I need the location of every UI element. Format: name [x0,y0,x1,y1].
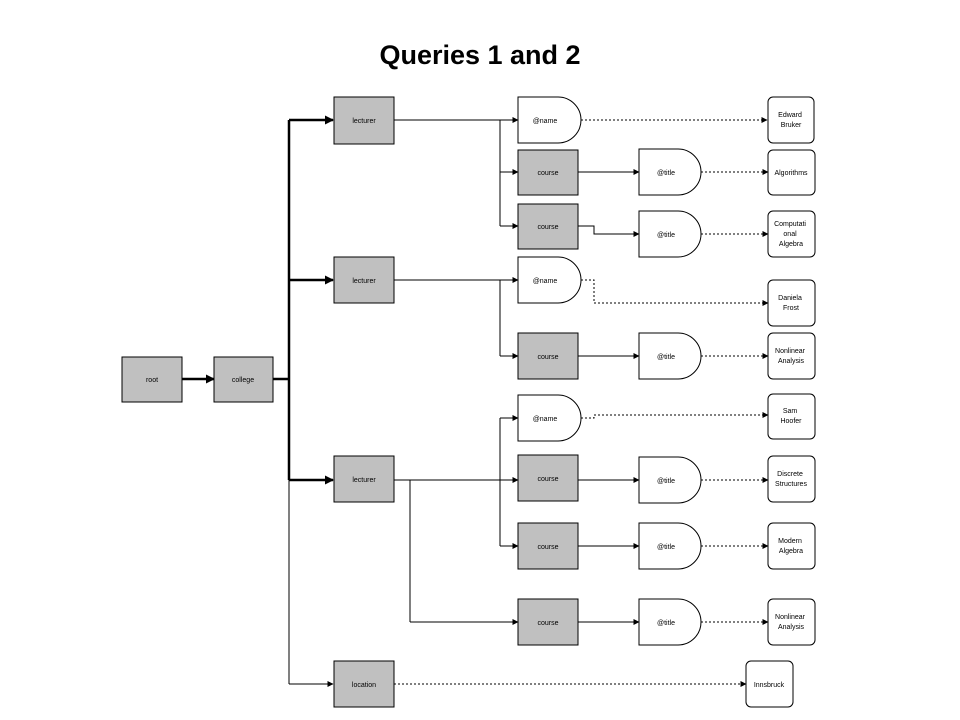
node-title-3-label: @title [657,354,675,361]
value-5-line-2: Analysis [778,358,805,365]
node-title-5: @title [638,522,702,570]
node-course-4-label: course [537,476,558,483]
node-course-3: course [517,332,579,380]
value-8-line-1: Modern [778,538,802,545]
node-name-1-label: @name [533,118,558,125]
value-3-line-2: onal [783,231,797,238]
node-name-2-label: @name [533,278,558,285]
node-college: college [213,356,274,403]
svg-text:Discrete Structures: Discrete Structures [775,471,807,488]
value-5-line-1: Nonlinear [775,348,806,355]
connectors [182,115,640,687]
attribute-nodes: @name @name @name @title @title @title @… [517,96,702,646]
value-node-7: Discrete Structures [767,455,816,503]
value-node-8: Modern Algebra [767,522,816,570]
node-title-3: @title [638,332,702,380]
node-course-6: course [517,598,579,646]
value-node-10: Innsbruck [745,660,794,708]
edge-course2-title [578,225,640,237]
value-6-line-2: Hoofer [780,418,802,425]
node-lecturer-2: lecturer [333,256,395,304]
node-course-5: course [517,522,579,570]
value-9-line-1: Nonlinear [775,614,806,621]
node-course-5-label: course [537,544,558,551]
node-location: location [333,660,395,708]
edge-name2-value [581,279,769,306]
node-lecturer-3-label: lecturer [352,477,376,484]
value-6-line-1: Sam [783,408,798,415]
node-title-4: @title [638,456,702,504]
node-title-5-label: @title [657,544,675,551]
value-node-1: Edward Bruker [767,96,815,144]
value-8-line-2: Algebra [779,548,803,555]
value-2-line-1: Algorithms [774,170,808,177]
svg-text:Daniela Frost: Daniela Frost [778,295,804,312]
node-lecturer-2-label: lecturer [352,278,376,285]
edge-name3-value [581,412,769,419]
value-1-line-2: Bruker [781,122,802,129]
value-node-6: Sam Hoofer [767,393,816,440]
value-4-line-2: Frost [783,305,799,312]
value-7-line-2: Structures [775,481,807,488]
element-nodes: root college lecturer lecturer lecturer … [121,96,579,708]
slide-title: Queries 1 and 2 [379,40,581,70]
svg-text:Nonlinear Analysis: Nonlinear Analysis [775,614,807,631]
node-course-3-label: course [537,354,558,361]
svg-text:Sam Hoofer: Sam Hoofer [780,408,802,425]
svg-text:Edward Bruker: Edward Bruker [778,112,804,129]
node-course-4: course [517,454,579,502]
node-location-label: location [352,682,376,689]
value-node-5: Nonlinear Analysis [767,332,816,380]
value-3-line-3: Algebra [779,241,803,248]
node-name-2: @name [517,256,582,304]
value-nodes: Edward Bruker Algorithms Computati onal … [745,96,816,708]
svg-text:Modern Algebra: Modern Algebra [778,538,804,555]
value-edges [394,117,769,687]
node-title-2-label: @title [657,232,675,239]
value-10-line-1: Innsbruck [754,682,785,689]
value-node-4: Daniela Frost [767,279,816,327]
node-title-6: @title [638,598,702,646]
node-name-1: @name [517,96,582,144]
node-lecturer-3: lecturer [333,455,395,503]
value-7-line-1: Discrete [777,471,803,478]
value-3-line-1: Computati [774,221,806,228]
node-lecturer-1: lecturer [333,96,395,145]
node-title-6-label: @title [657,620,675,627]
node-course-1: course [517,149,579,196]
node-title-1: @title [638,148,702,196]
node-name-3: @name [517,394,582,442]
value-4-line-1: Daniela [778,295,802,302]
node-lecturer-1-label: lecturer [352,118,376,125]
node-course-2: course [517,203,579,250]
value-node-3: Computati onal Algebra [767,210,816,258]
value-node-9: Nonlinear Analysis [767,598,816,646]
node-name-3-label: @name [533,416,558,423]
value-node-2: Algorithms [767,149,816,196]
node-title-4-label: @title [657,478,675,485]
node-root: root [121,356,183,403]
value-9-line-2: Analysis [778,624,805,631]
value-1-line-1: Edward [778,112,802,119]
node-course-6-label: course [537,620,558,627]
node-college-label: college [232,377,254,384]
svg-text:Nonlinear Analysis: Nonlinear Analysis [775,348,807,365]
node-root-label: root [146,377,158,384]
svg-text:Computati onal: Computati onal Algebra [774,221,808,248]
node-title-1-label: @title [657,170,675,177]
node-course-2-label: course [537,224,558,231]
node-title-2: @title [638,210,702,258]
node-course-1-label: course [537,170,558,177]
